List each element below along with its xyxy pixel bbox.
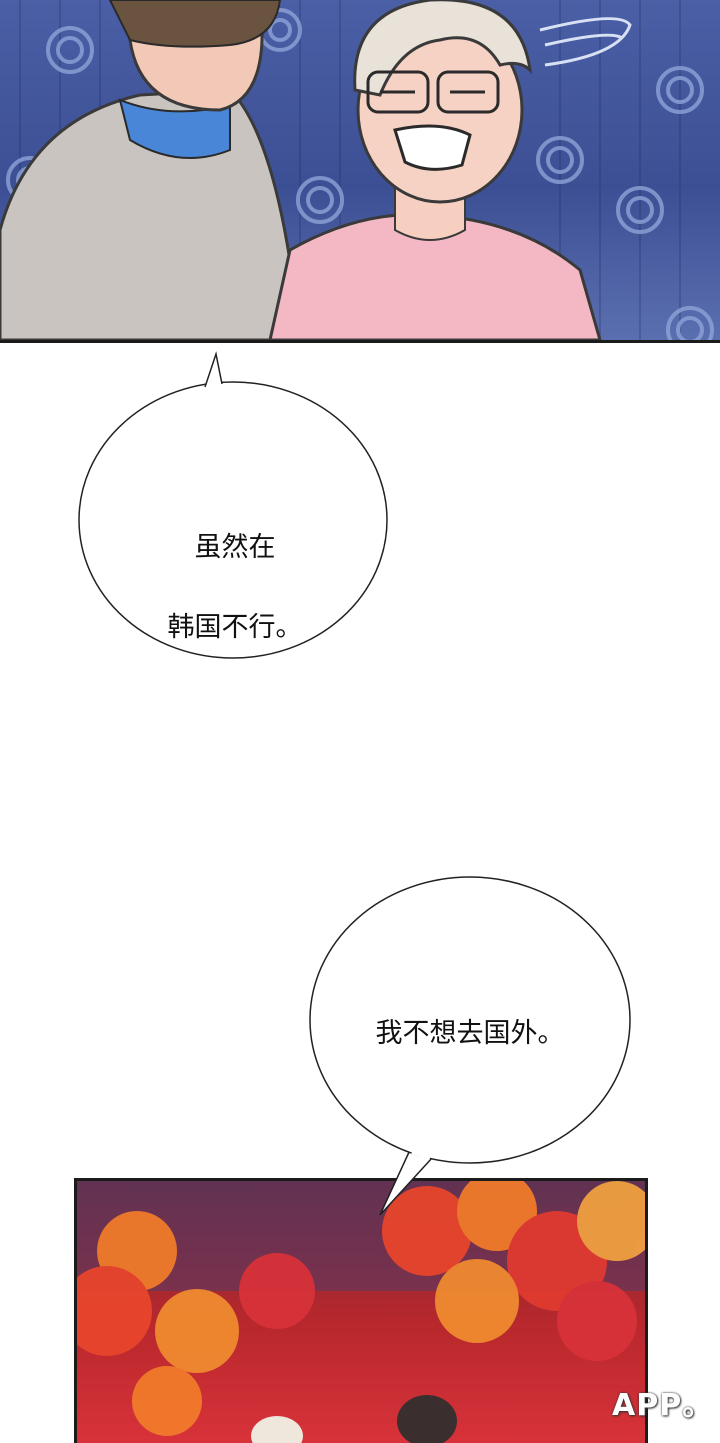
- maple-leaves: [77, 1181, 645, 1436]
- bubble-first-line1: 虽然在: [194, 532, 276, 563]
- top-panel-illustration: [0, 0, 714, 340]
- speech-bubble-first: [78, 351, 388, 659]
- speech-bubble-second: [309, 876, 631, 1216]
- bubble-first-text: 虽然在 韩国不行。: [130, 488, 340, 688]
- bubble-first-line2: 韩国不行。: [167, 612, 303, 643]
- bottom-panel-illustration: [77, 1181, 645, 1443]
- bubble-second-text: 我不想去国外。: [375, 1018, 565, 1049]
- app-watermark: APP。: [612, 1388, 714, 1423]
- bottom-comic-panel: [74, 1178, 648, 1443]
- top-comic-panel: [0, 0, 720, 343]
